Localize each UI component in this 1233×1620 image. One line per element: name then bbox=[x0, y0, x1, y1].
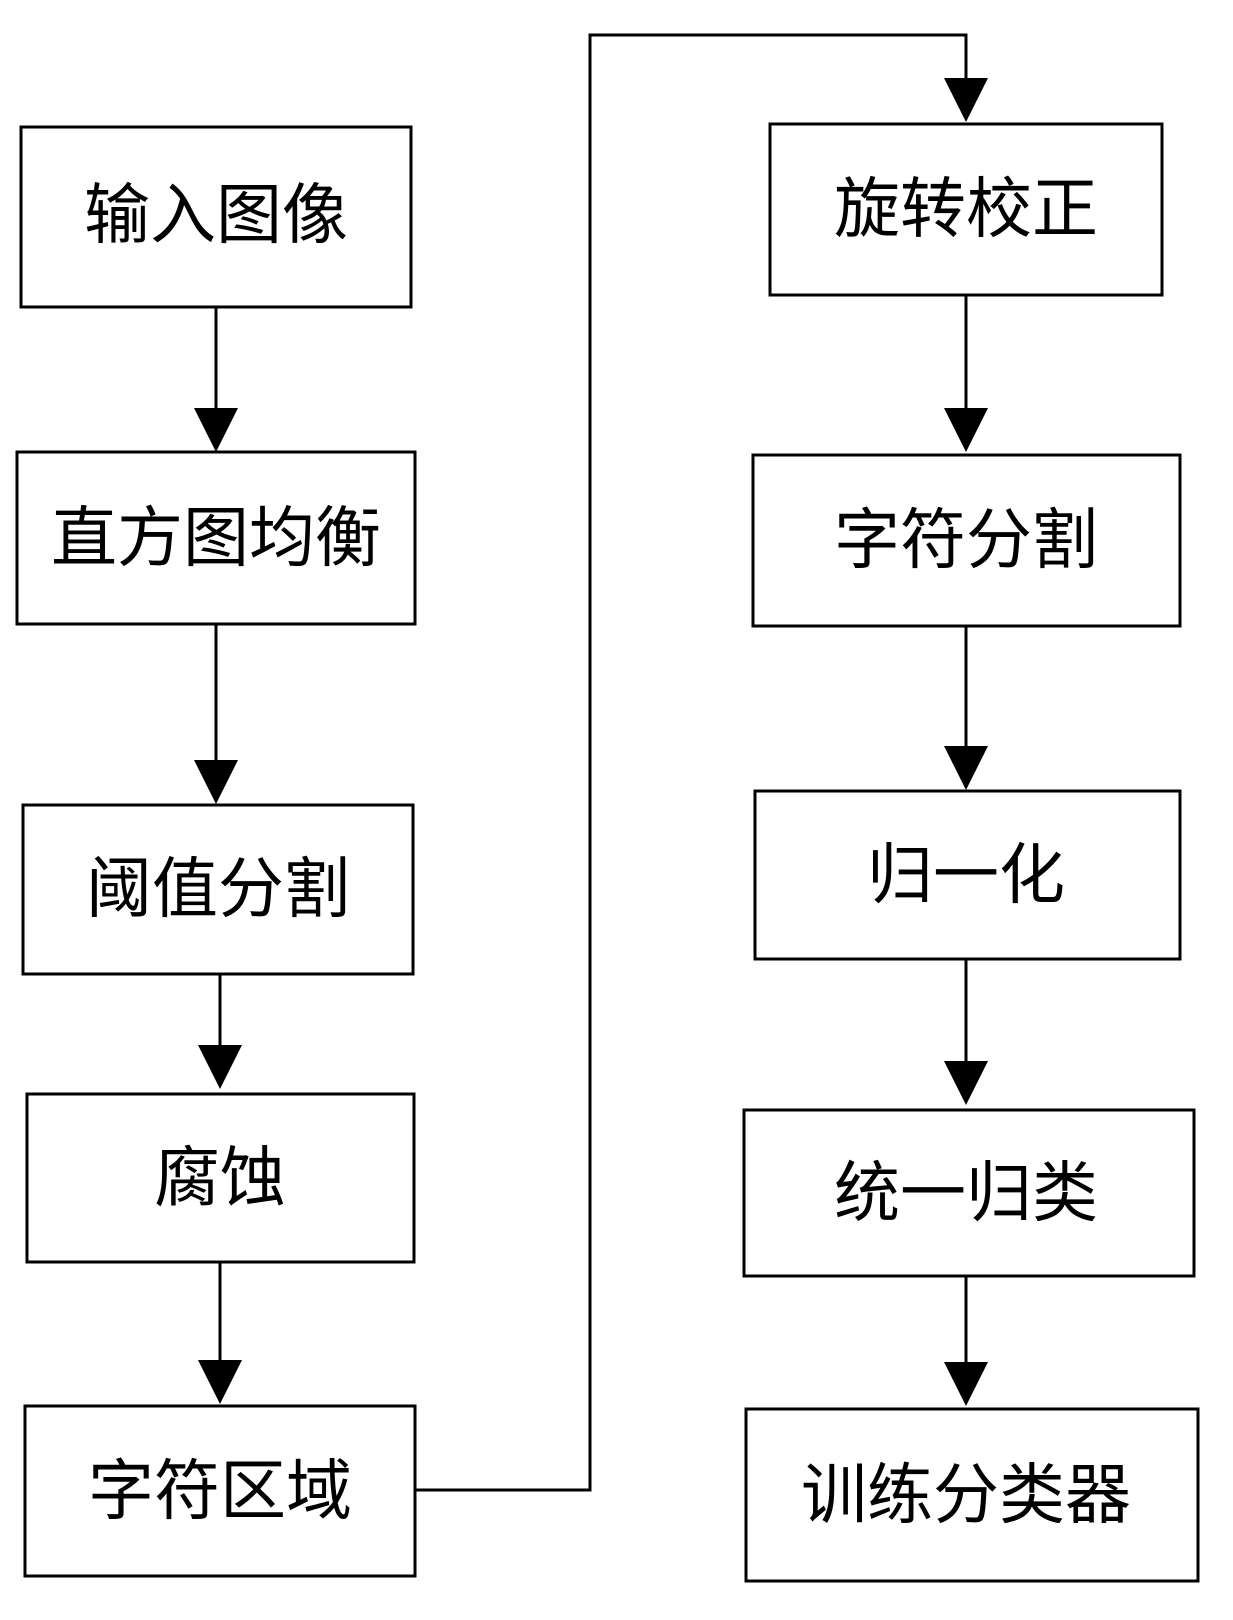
node-train-classifier: 训练分类器 bbox=[746, 1409, 1198, 1581]
node-label: 腐蚀 bbox=[154, 1140, 286, 1217]
edge-unify-to-train bbox=[944, 1277, 988, 1406]
node-threshold-segmentation: 阈值分割 bbox=[23, 805, 413, 974]
node-unified-classification: 统一归类 bbox=[744, 1110, 1194, 1276]
edge-char-segment-to-normalize bbox=[944, 627, 988, 790]
edge-erosion-to-char-region bbox=[198, 1263, 242, 1404]
arrowhead-icon bbox=[198, 1045, 242, 1089]
node-label: 归一化 bbox=[867, 837, 1065, 914]
node-label: 统一归类 bbox=[834, 1155, 1098, 1232]
node-character-segmentation: 字符分割 bbox=[753, 455, 1180, 626]
arrowhead-icon bbox=[198, 1360, 242, 1404]
node-label: 直方图均衡 bbox=[51, 500, 381, 577]
node-normalization: 归一化 bbox=[755, 791, 1180, 959]
arrowhead-icon bbox=[944, 746, 988, 790]
node-character-region: 字符区域 bbox=[25, 1406, 415, 1576]
node-label: 字符区域 bbox=[88, 1453, 352, 1530]
edge-rotation-to-char-segment bbox=[944, 296, 988, 452]
arrowhead-icon bbox=[944, 1362, 988, 1406]
node-rotation-correction: 旋转校正 bbox=[770, 124, 1162, 295]
edge-input-to-histogram bbox=[194, 308, 238, 452]
arrowhead-icon bbox=[944, 78, 988, 122]
arrowhead-icon bbox=[944, 1061, 988, 1105]
node-label: 旋转校正 bbox=[834, 171, 1098, 248]
node-input-image: 输入图像 bbox=[21, 127, 411, 307]
arrowhead-icon bbox=[194, 760, 238, 804]
node-label: 输入图像 bbox=[84, 177, 348, 254]
arrowhead-icon bbox=[194, 408, 238, 452]
node-label: 训练分类器 bbox=[801, 1457, 1131, 1534]
edge-threshold-to-erosion bbox=[198, 975, 242, 1089]
node-erosion: 腐蚀 bbox=[27, 1094, 414, 1262]
edge-normalize-to-unify bbox=[944, 960, 988, 1105]
arrowhead-icon bbox=[944, 408, 988, 452]
node-label: 阈值分割 bbox=[86, 851, 350, 928]
node-label: 字符分割 bbox=[834, 502, 1098, 579]
node-histogram-equalization: 直方图均衡 bbox=[17, 452, 415, 624]
edge-histogram-to-threshold bbox=[194, 625, 238, 804]
